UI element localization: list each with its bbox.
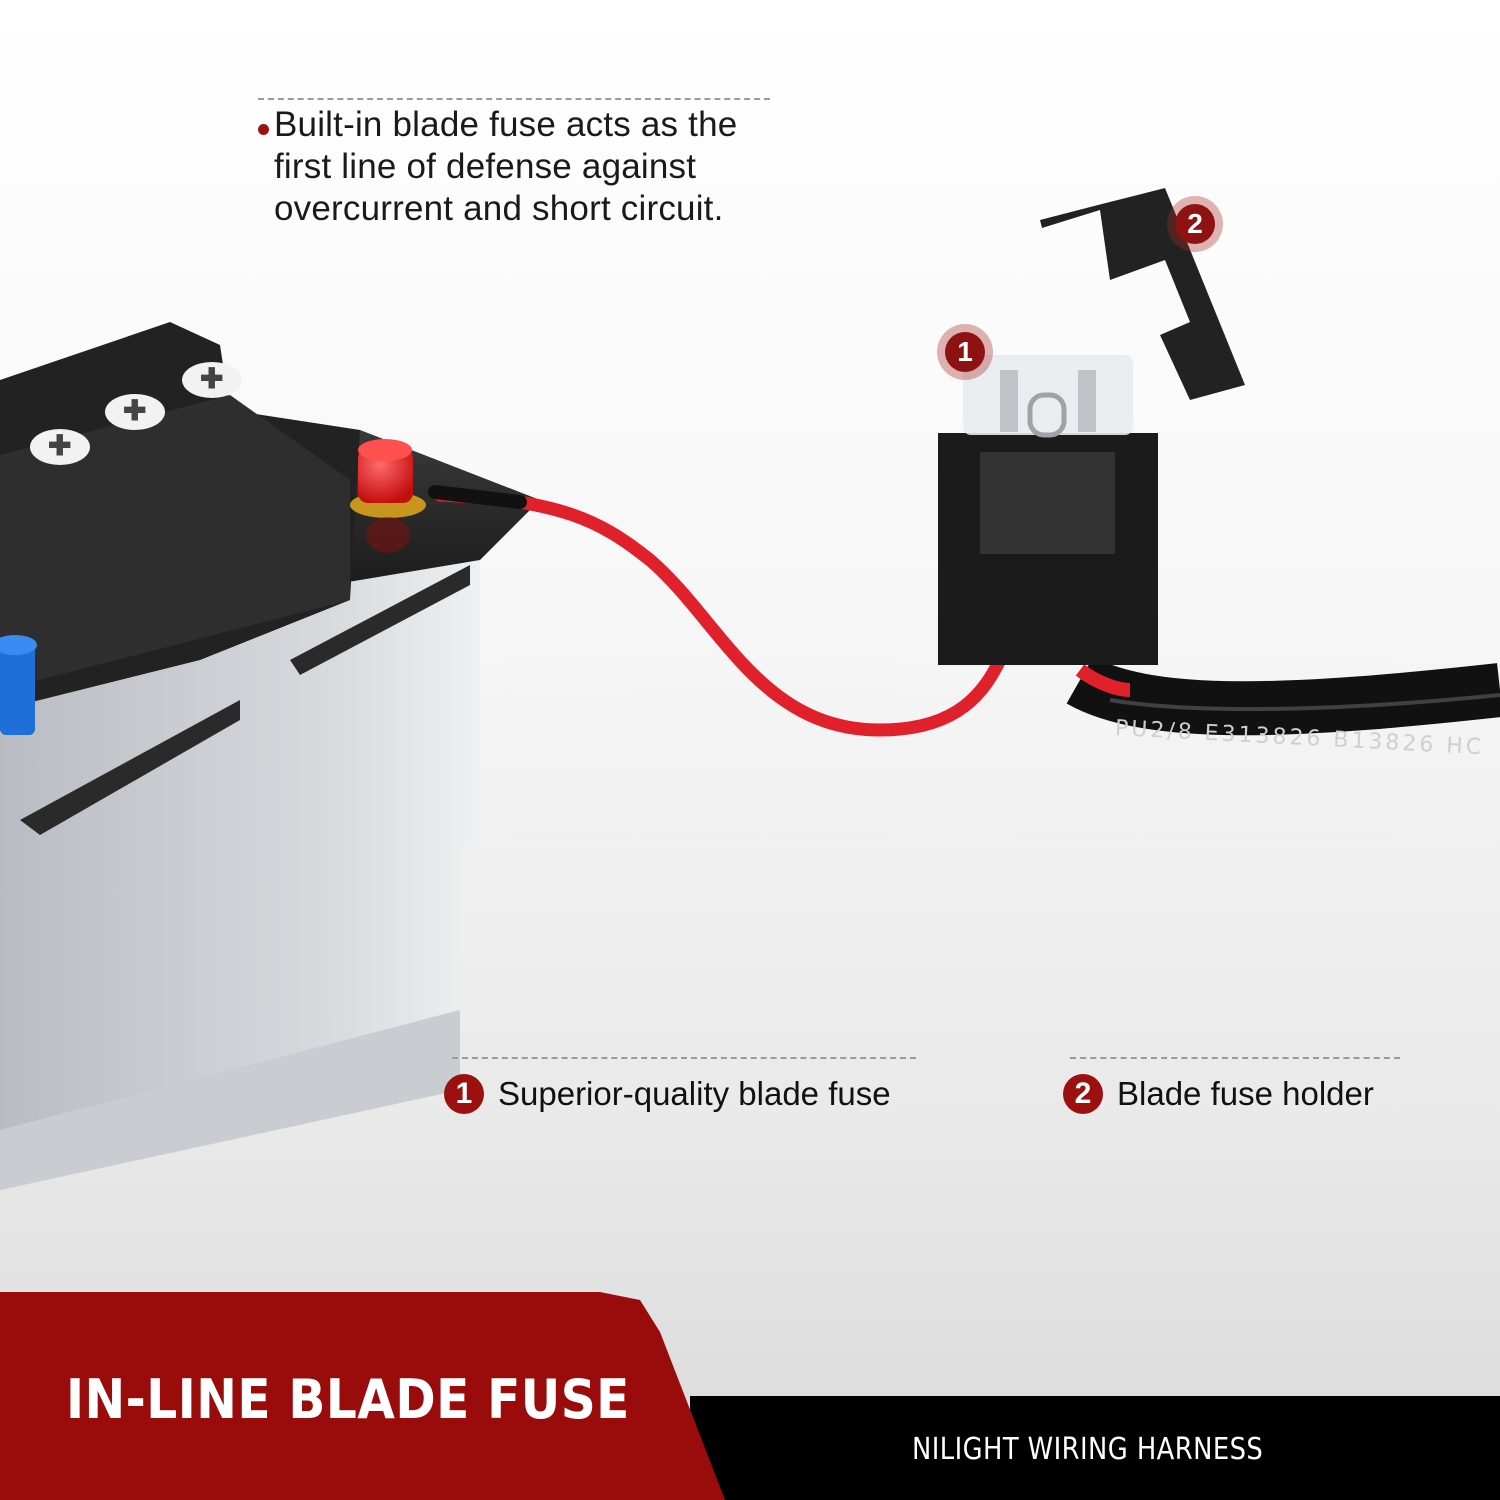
vent-caps: ✚ ✚ ✚ bbox=[30, 362, 242, 465]
red-wire bbox=[433, 488, 1007, 737]
number-1-icon: 1 bbox=[444, 1074, 484, 1114]
footer-title: IN-LINE BLADE FUSE bbox=[66, 1368, 630, 1431]
footer-brand: NILIGHT WIRING HARNESS bbox=[912, 1432, 1264, 1467]
holder-lid bbox=[1040, 188, 1245, 400]
fuse-marker: 1 bbox=[937, 324, 993, 380]
intro-text: Built-in blade fuse acts as the first li… bbox=[274, 105, 738, 228]
number-2-icon: 2 bbox=[1063, 1074, 1103, 1114]
svg-text:✚: ✚ bbox=[123, 395, 146, 426]
svg-text:✚: ✚ bbox=[48, 430, 71, 461]
callout-1-divider bbox=[452, 1057, 916, 1059]
product-illustration: ✚ ✚ ✚ bbox=[0, 188, 1500, 1190]
fuse-holder bbox=[938, 188, 1245, 665]
footer-black-band bbox=[690, 1396, 1500, 1500]
intro-divider bbox=[258, 98, 770, 100]
callout-1: 1 Superior-quality blade fuse bbox=[444, 1074, 891, 1114]
callout-2-divider bbox=[1070, 1057, 1400, 1059]
footer-red-panel bbox=[0, 1292, 725, 1500]
negative-terminal-icon bbox=[0, 635, 37, 735]
holder-marker: 2 bbox=[1167, 196, 1223, 252]
svg-text:✚: ✚ bbox=[200, 363, 223, 394]
battery: ✚ ✚ ✚ bbox=[0, 322, 540, 1190]
bullet-icon bbox=[258, 124, 269, 135]
callout-2: 2 Blade fuse holder bbox=[1063, 1074, 1374, 1114]
positive-terminal-icon bbox=[350, 439, 426, 553]
callout-2-label: Blade fuse holder bbox=[1117, 1075, 1374, 1112]
callout-1-label: Superior-quality blade fuse bbox=[498, 1075, 891, 1112]
